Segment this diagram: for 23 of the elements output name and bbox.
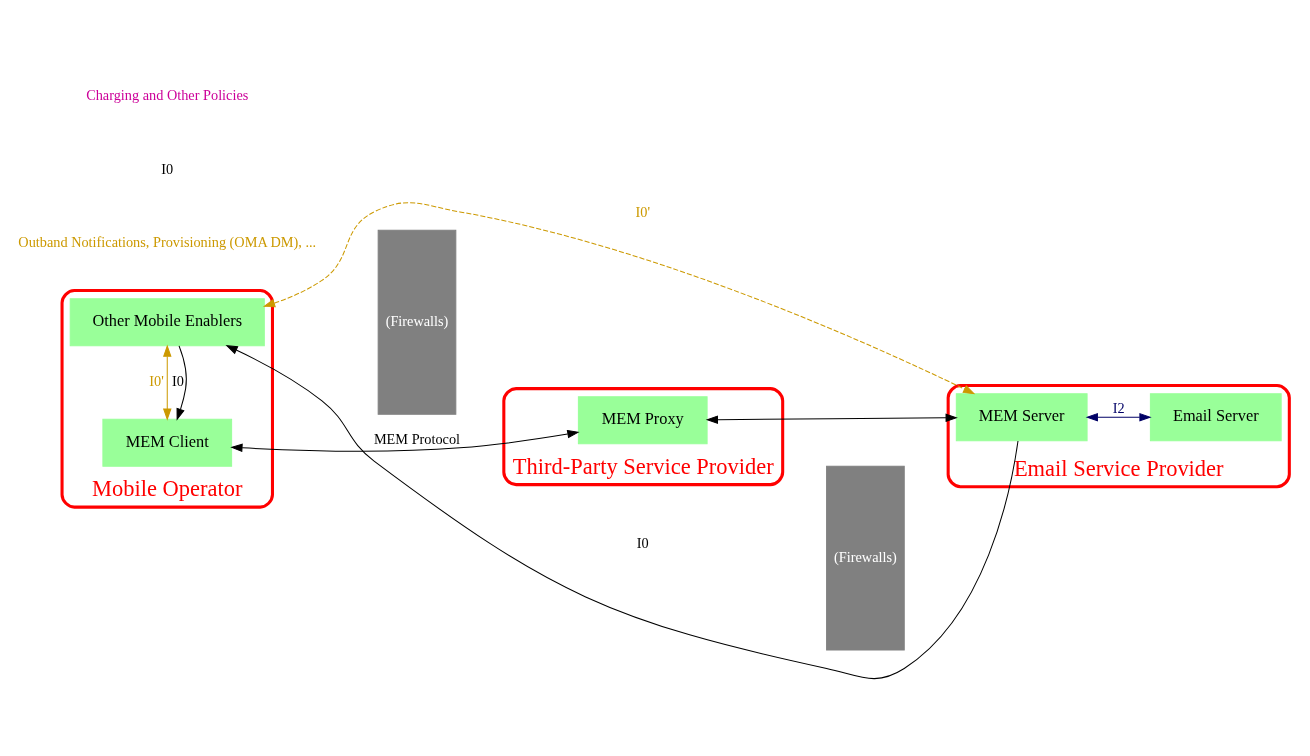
node-box: MEM Proxy: [577, 395, 708, 444]
node-box: MEM Server: [955, 392, 1088, 441]
node-box: Email Server: [1149, 392, 1282, 441]
node-box: (Firewalls): [826, 465, 905, 651]
edge-label: I2: [1112, 399, 1125, 416]
arrow: [1085, 412, 1152, 421]
label: I0: [161, 160, 174, 177]
edge-label: I0: [172, 372, 184, 389]
edge-label: MEM Protocol: [373, 430, 461, 447]
node-box: MEM Client: [102, 418, 233, 467]
node-box: Other Mobile Enablers: [69, 297, 265, 346]
edge-label: I0: [636, 534, 649, 551]
arrow: [705, 413, 958, 424]
label: Charging and Other Policies: [86, 86, 249, 103]
arrow: [176, 344, 187, 421]
node-box: (Firewalls): [377, 229, 457, 415]
arrow: [230, 429, 580, 452]
arrow: [162, 344, 172, 421]
label: Outband Notifications, Provisioning (OMA DM), ...: [18, 233, 317, 250]
edge-label: I0': [635, 203, 650, 220]
arrow: [262, 201, 976, 394]
edge-label: I0': [149, 372, 164, 389]
arrow: [225, 344, 1019, 679]
